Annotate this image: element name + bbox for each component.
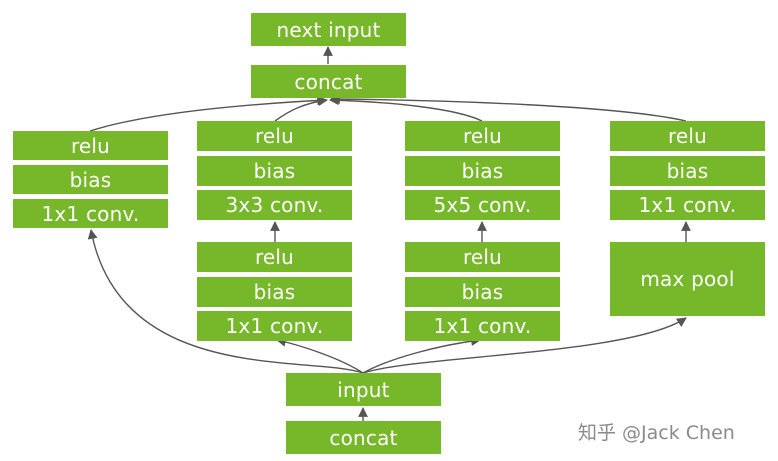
node-branch3-5x5-conv: 5x5 conv.: [405, 190, 560, 220]
node-branch3-1x1-conv: 1x1 conv.: [405, 311, 560, 341]
node-next-input: next input: [251, 13, 406, 46]
arrow-branch3-to-concat: [329, 95, 483, 122]
node-branch2-relu-lower: relu: [197, 242, 352, 272]
arrow-input-to-branch2: [276, 337, 364, 374]
arrow-branch2-to-concat: [274, 96, 328, 122]
node-branch2-1x1-conv: 1x1 conv.: [197, 311, 352, 341]
node-input: input: [286, 373, 441, 406]
node-branch2-bias: bias: [197, 156, 352, 186]
node-branch3-relu-lower: relu: [405, 242, 560, 272]
node-branch3-bias-lower: bias: [405, 277, 560, 307]
node-branch2-bias-lower: bias: [197, 277, 352, 307]
node-branch4-bias: bias: [610, 156, 765, 186]
node-branch2-3x3-conv: 3x3 conv.: [197, 190, 352, 220]
arrow-input-to-branch3: [362, 336, 481, 374]
node-branch3-relu: relu: [405, 121, 560, 151]
node-branch4-1x1-conv: 1x1 conv.: [610, 190, 765, 220]
arrow-branch1-to-concat: [89, 95, 327, 132]
node-branch1-relu: relu: [13, 131, 168, 160]
node-branch2-relu: relu: [197, 121, 352, 151]
node-branch4-max-pool: max pool: [610, 242, 765, 316]
arrow-branch4-to-concat: [330, 94, 687, 122]
arrow-input-to-maxpool: [362, 317, 687, 374]
node-concat-bottom: concat: [286, 421, 441, 454]
node-branch1-bias: bias: [13, 165, 168, 194]
node-branch3-bias: bias: [405, 156, 560, 186]
watermark-text: 知乎 @Jack Chen: [578, 422, 735, 444]
node-concat-top: concat: [251, 65, 406, 98]
node-branch4-relu: relu: [610, 121, 765, 151]
node-branch1-1x1-conv: 1x1 conv.: [13, 199, 168, 228]
arrow-input-to-branch1: [87, 229, 364, 374]
